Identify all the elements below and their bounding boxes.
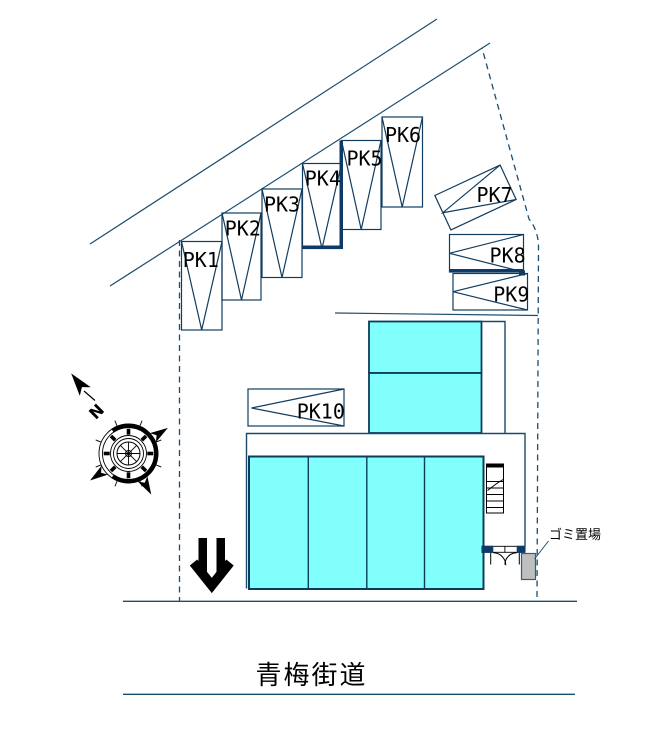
parking-space-pk2 <box>221 212 262 301</box>
entry-arrow-icon <box>189 538 234 594</box>
pk8-thick-bottom <box>449 269 524 273</box>
door-swings <box>490 552 520 566</box>
pk4-label: PK4 <box>305 167 341 191</box>
entrance-wall-right <box>516 545 526 553</box>
building-room-upper-2 <box>368 372 483 434</box>
labels: PK1 PK2 PK3 PK4 PK5 PK6 PK7 PK8 PK9 PK10… <box>85 123 601 691</box>
road-name-label: 青梅街道 <box>255 661 367 691</box>
north-label: N <box>85 400 108 423</box>
staircase <box>486 463 504 514</box>
north-site-line <box>334 312 539 317</box>
parking-space-pk6 <box>381 116 424 208</box>
pk10-label: PK10 <box>297 400 345 424</box>
pk2-label: PK2 <box>225 217 261 241</box>
building-outline-upper <box>481 320 506 433</box>
parking-row-northwest <box>180 116 424 331</box>
compass-diamonds <box>103 428 154 479</box>
staircase-break-line <box>487 479 504 491</box>
room-dividers <box>307 457 426 589</box>
boundary-dashed-east <box>481 47 540 601</box>
compass-pointer-arrows <box>89 427 168 495</box>
entrance-wall-left <box>481 545 494 553</box>
pk1-label: PK1 <box>183 248 219 272</box>
pk3-label: PK3 <box>264 193 300 217</box>
road <box>123 600 577 695</box>
compass-ticks <box>95 420 162 487</box>
building-room-upper-1 <box>368 320 483 374</box>
property-boundaries <box>89 18 540 601</box>
parking-space-pk10 <box>247 388 345 427</box>
garbage-box <box>520 552 537 581</box>
pk4-pk5-thick-separator <box>339 140 343 249</box>
compass-crescent <box>111 423 159 484</box>
building-outline-lower <box>245 432 526 589</box>
pk9-label: PK9 <box>493 282 529 306</box>
garbage-area-label: ゴミ置場 <box>549 527 601 543</box>
staircase-top-landing <box>486 463 504 468</box>
compass-spokes <box>117 442 140 465</box>
garbage-leader-line <box>534 540 549 560</box>
north-arrow-icon <box>71 373 96 401</box>
compass-rose-icon <box>89 420 168 495</box>
entrance <box>481 545 526 566</box>
pk5-label: PK5 <box>346 147 382 171</box>
building <box>245 312 549 590</box>
parking-row-east <box>434 164 529 311</box>
pk6-label: PK6 <box>385 123 421 147</box>
parking-space-pk7 <box>434 164 517 231</box>
pk8-label: PK8 <box>490 243 526 267</box>
pk7-label: PK7 <box>476 183 512 207</box>
boundary-diagonal-outer <box>89 18 438 245</box>
parking-space-pk9 <box>452 272 529 311</box>
pk4-thick-bottom <box>302 245 343 249</box>
boundary-diagonal-inner <box>109 42 491 287</box>
